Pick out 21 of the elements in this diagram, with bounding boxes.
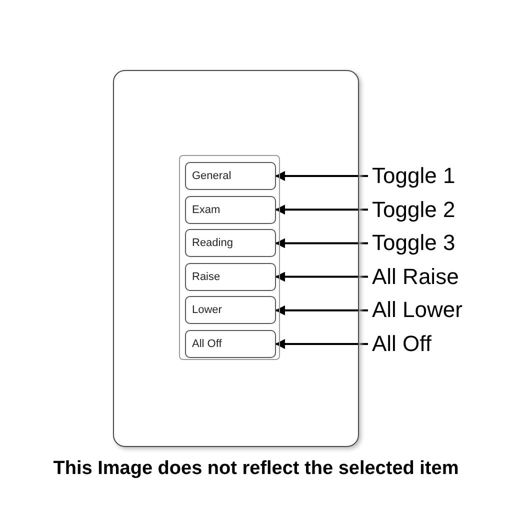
wall-plate	[113, 70, 359, 447]
function-label: Toggle 3	[372, 228, 456, 258]
caption: This Image does not reflect the selected item	[52, 458, 460, 480]
function-label: All Raise	[372, 262, 459, 292]
keypad-button: Exam	[185, 196, 276, 224]
function-label: Toggle 2	[372, 194, 456, 225]
function-label: All Off	[372, 329, 432, 359]
arrow	[275, 204, 368, 215]
keypad-button: Lower	[185, 296, 276, 324]
keypad-button: Raise	[185, 262, 276, 290]
arrow	[275, 305, 368, 316]
arrow	[275, 238, 368, 248]
keypad-button: General	[185, 162, 276, 190]
keypad-button: All Off	[185, 330, 276, 358]
arrow	[275, 339, 368, 349]
arrow	[275, 272, 368, 282]
function-label: All Lower	[372, 295, 462, 326]
keypad-panel	[179, 155, 280, 360]
keypad-button: Reading	[185, 229, 276, 257]
arrow	[275, 171, 368, 181]
function-label: Toggle 1	[372, 161, 456, 191]
